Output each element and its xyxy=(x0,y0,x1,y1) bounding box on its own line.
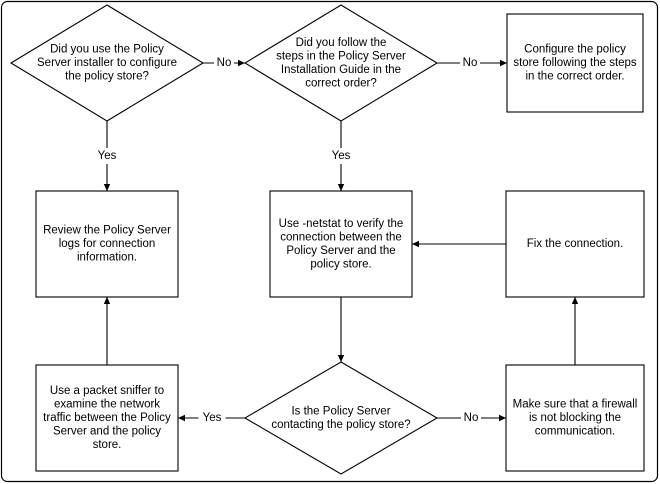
node-text-line: store. xyxy=(93,439,122,451)
node-text-line: traffic between the Policy xyxy=(43,412,171,424)
edge-label-yes: Yes xyxy=(203,412,222,424)
edge-label-yes: Yes xyxy=(98,150,117,162)
edge-label-yes: Yes xyxy=(332,150,351,162)
node-text-line: Installation Guide in the xyxy=(281,64,401,76)
node-text-line: Server and the policy xyxy=(53,426,161,438)
edge-q-installer-to-review-logs: Yes xyxy=(93,121,121,191)
process-box xyxy=(35,364,179,472)
edge-label-bg xyxy=(198,410,226,426)
process-box xyxy=(505,190,645,298)
node-text-line: Server installer to configure xyxy=(37,57,177,69)
process-fix: Fix the connection. xyxy=(505,190,645,298)
node-text-line: Make sure that a firewall xyxy=(513,399,638,411)
node-text-line: examine the network xyxy=(54,399,160,411)
edge-q-installer-to-q-steps: No xyxy=(203,55,245,71)
node-text-line: is not blocking the xyxy=(529,412,621,424)
process-sniffer: Use a packet sniffer to examine the netwo… xyxy=(35,364,179,472)
edge-label-no: No xyxy=(463,57,478,69)
node-text-line: Review the Policy Server xyxy=(43,225,171,237)
node-text-line: communication. xyxy=(535,426,616,438)
node-text-line: Use -netstat to verify the xyxy=(279,218,404,230)
node-text-line: Did you follow the xyxy=(296,37,387,49)
process-box xyxy=(505,364,645,472)
node-text-line: the policy store? xyxy=(65,71,149,83)
node-text-line: contacting the policy store? xyxy=(271,419,410,431)
node-text-line: connection between the xyxy=(280,231,401,243)
edge-q-steps-to-netstat: Yes xyxy=(327,121,355,191)
decision-diamond xyxy=(243,361,439,475)
node-text-line: logs for connection xyxy=(59,238,156,250)
process-box xyxy=(35,190,179,298)
edge-label-bg xyxy=(214,55,234,71)
edge-q-contacting-to-sniffer: Yes xyxy=(178,410,245,426)
decision-q-contacting: Is the Policy Server contacting the polic… xyxy=(243,361,439,475)
node-text-line: Use a packet sniffer to xyxy=(50,385,164,397)
process-box xyxy=(506,13,644,113)
node-text-line: information. xyxy=(77,252,137,264)
node-text-line: in the correct order. xyxy=(525,71,624,83)
edge-q-steps-to-configure: No xyxy=(437,55,507,71)
edge-q-contacting-to-firewall: No xyxy=(437,410,506,426)
edge-label-bg xyxy=(327,148,355,164)
decision-diamond xyxy=(9,4,205,122)
node-text-line: store following the steps xyxy=(513,57,637,69)
node-text-line: Is the Policy Server xyxy=(291,405,390,417)
edge-label-no: No xyxy=(217,57,232,69)
node-text-line: Configure the policy xyxy=(524,44,626,56)
node-text-line: steps in the Policy Server xyxy=(276,50,406,62)
node-text-line: policy store. xyxy=(310,258,371,270)
node-text-line: correct order? xyxy=(305,77,377,89)
node-text-line: Policy Server and the xyxy=(286,245,395,257)
node-text-line: Did you use the Policy xyxy=(50,44,164,56)
node-text-line: Fix the connection. xyxy=(527,238,624,250)
decision-diamond xyxy=(243,4,439,122)
edge-label-bg xyxy=(460,55,480,71)
edge-label-no: No xyxy=(464,412,479,424)
edge-label-bg xyxy=(93,148,121,164)
process-box xyxy=(269,190,413,298)
edge-label-bg xyxy=(461,410,481,426)
